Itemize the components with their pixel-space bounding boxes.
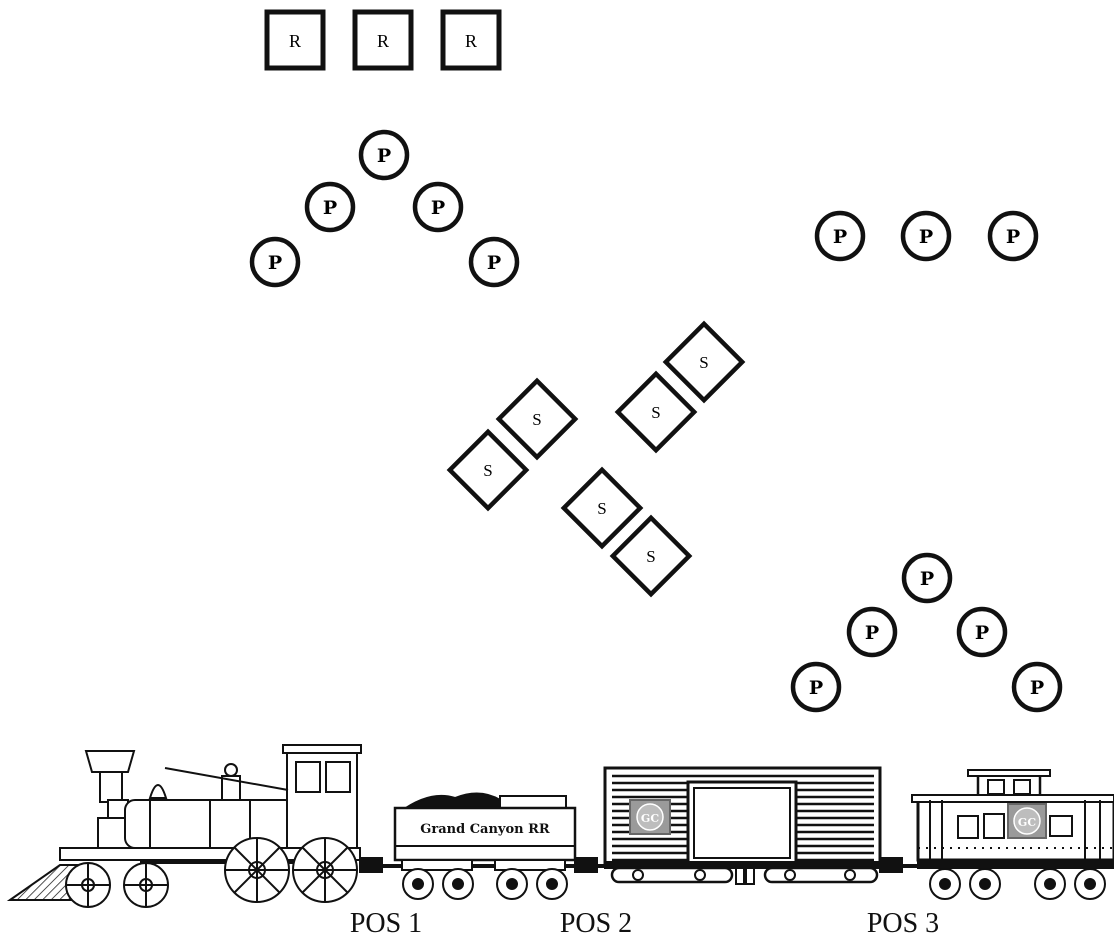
caboose-logo: GC	[1008, 804, 1046, 838]
p-label: P	[1030, 677, 1044, 699]
tender: Grand Canyon RR	[395, 793, 597, 899]
p-circle-group-chevron-left: P P P P P	[252, 132, 517, 285]
tender-label: Grand Canyon RR	[420, 822, 550, 837]
r-square: R	[355, 12, 411, 68]
p-circle: P	[361, 132, 407, 178]
boxcar-trucks	[612, 868, 877, 884]
pos-label-3: POS 3	[867, 908, 939, 939]
train: Grand Canyon RR GC	[10, 745, 1114, 907]
s-square-group: S S S S S S	[450, 324, 742, 594]
p-label: P	[919, 226, 933, 248]
p-circle: P	[959, 609, 1005, 655]
s-label: S	[532, 410, 541, 429]
p-circle: P	[817, 213, 863, 259]
p-label: P	[975, 622, 989, 644]
r-label: R	[465, 31, 477, 51]
p-circle: P	[307, 184, 353, 230]
s-label: S	[699, 353, 708, 372]
s-label: S	[597, 499, 606, 518]
pos-label-1: POS 1	[350, 908, 422, 939]
p-circle: P	[1014, 664, 1060, 710]
s-label: S	[646, 547, 655, 566]
boxcar-logo: GC	[630, 800, 670, 834]
p-circle: P	[990, 213, 1036, 259]
p-label: P	[487, 252, 501, 274]
r-label: R	[289, 31, 301, 51]
p-label: P	[809, 677, 823, 699]
p-circle: P	[415, 184, 461, 230]
boxcar-logo-text: GC	[641, 812, 659, 825]
p-circle-group-chevron-right: P P P P P	[793, 555, 1060, 710]
r-square: R	[443, 12, 499, 68]
p-circle-group-row: P P P	[817, 213, 1036, 259]
r-square-group: R R R	[267, 12, 499, 68]
p-label: P	[1006, 226, 1020, 248]
locomotive	[10, 745, 382, 907]
boxcar: GC	[605, 768, 902, 884]
p-circle: P	[849, 609, 895, 655]
p-label: P	[865, 622, 879, 644]
r-label: R	[377, 31, 389, 51]
p-circle: P	[471, 239, 517, 285]
pos-label-2: POS 2	[560, 908, 632, 939]
r-square: R	[267, 12, 323, 68]
p-label: P	[920, 568, 934, 590]
p-label: P	[833, 226, 847, 248]
p-label: P	[431, 197, 445, 219]
p-circle: P	[793, 664, 839, 710]
caboose-logo-text: GC	[1018, 816, 1036, 829]
s-label: S	[483, 461, 492, 480]
position-labels: POS 1 POS 2 POS 3	[350, 908, 939, 939]
p-label: P	[268, 252, 282, 274]
p-circle: P	[252, 239, 298, 285]
s-label: S	[651, 403, 660, 422]
p-label: P	[323, 197, 337, 219]
caboose: GC	[912, 770, 1114, 899]
p-circle: P	[903, 213, 949, 259]
p-label: P	[377, 145, 391, 167]
p-circle: P	[904, 555, 950, 601]
